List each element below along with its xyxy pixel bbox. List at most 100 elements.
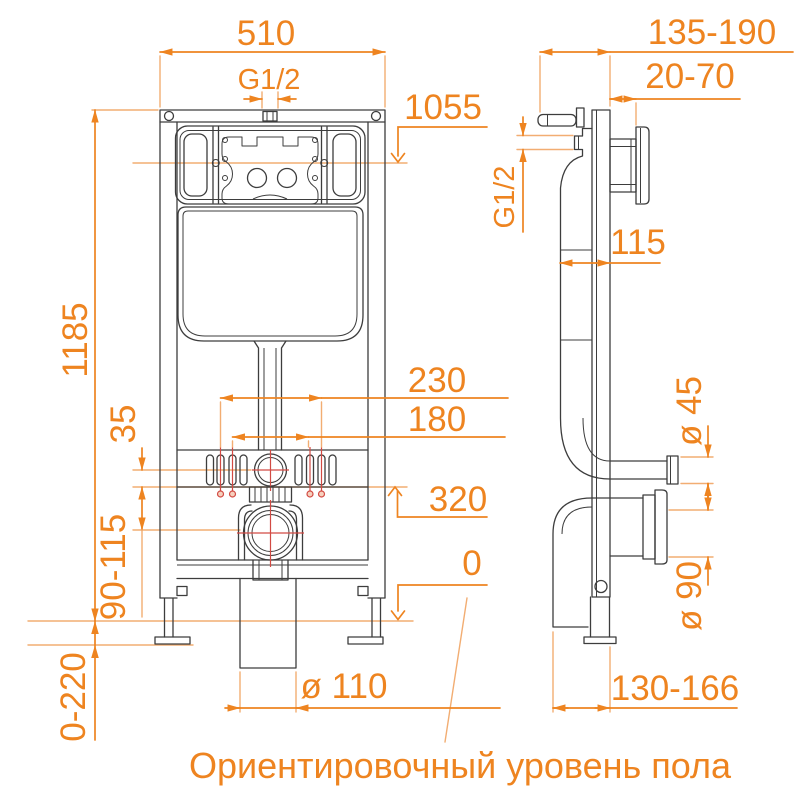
width-dim-label: 510	[237, 14, 295, 53]
flush-level-leader	[396, 490, 488, 518]
caption-leader-line	[444, 597, 468, 743]
flush-pipe-cap	[666, 455, 679, 485]
side-dimensions: 135-190 20-70 G1/2 115 ø 45 ø 90	[489, 13, 794, 713]
button-cylinder-lines	[610, 139, 636, 192]
drain-dia-ext-lines	[668, 509, 714, 558]
top-rail-hole-right	[370, 110, 382, 122]
cistern	[177, 206, 364, 451]
offset35-label: 35	[104, 405, 143, 444]
depth-range-ext-lines	[539, 55, 611, 113]
window-inner	[179, 130, 361, 200]
left-leg	[159, 597, 178, 638]
side-frame	[537, 107, 611, 598]
inlet-stub-threads	[266, 111, 274, 121]
flush-mechanism-plate	[221, 136, 319, 205]
flush-level-label: 320	[429, 480, 487, 519]
button-depth-label: 20-70	[645, 57, 735, 96]
side-panel-right	[332, 133, 357, 197]
drain-ext-lines	[239, 671, 297, 713]
floor-zero-leader	[397, 584, 488, 612]
right-rail	[367, 121, 386, 599]
cistern-joint-lines	[560, 249, 592, 341]
side-thread-label: G1/2	[489, 166, 521, 229]
leg-adjust-arrow-bottom	[91, 645, 99, 658]
siphon-arc	[252, 194, 288, 200]
floor-zero-label: 0	[462, 544, 481, 583]
floor-level-caption: Ориентировочный уровень пола	[189, 745, 732, 786]
studs-outer-label: 230	[408, 361, 466, 400]
side-foot-plate	[583, 636, 617, 645]
outlet-flange-lines	[258, 560, 283, 580]
drain-dia-label: ø 90	[670, 561, 709, 631]
thread-dim-label: G1/2	[238, 64, 301, 96]
floor-zero-arrow	[390, 610, 406, 621]
mechanism-hole-left	[246, 167, 268, 189]
outlet-centerline	[237, 500, 304, 567]
frame-structure	[154, 109, 386, 669]
leg-adjust-label: 0-220	[54, 652, 93, 742]
flush-bend-inner	[582, 417, 611, 462]
floor-drain-box	[239, 577, 297, 669]
outlet-elbow-inner	[561, 506, 593, 535]
mechanism-hole-right	[276, 167, 298, 189]
right-leg-clip	[357, 585, 369, 597]
depth-range-label: 135-190	[648, 13, 776, 52]
flush-button-housing	[609, 126, 650, 205]
inlet-stub	[262, 110, 278, 122]
mechanism-screw-holes	[211, 137, 329, 181]
top-rail-hole-left	[163, 110, 175, 122]
front-dimensions: 510 G1/2 1055 1185 230 180 35 90-115	[54, 14, 509, 742]
flush-dia-ext-lines	[680, 456, 714, 485]
outlet-socket-ring1	[642, 494, 656, 560]
button-flange	[635, 126, 650, 205]
outlet-flange	[252, 559, 289, 581]
flush-pipe-side	[609, 460, 668, 480]
inlet-height-label: 1055	[404, 88, 482, 127]
studs-inner-label: 180	[408, 400, 466, 439]
cistern-outer	[177, 206, 364, 342]
tank-depth-label: 115	[610, 223, 666, 262]
cistern-profile	[559, 127, 611, 480]
right-foot-plate	[347, 636, 384, 645]
outlet-ear-right	[288, 504, 304, 561]
width-ext-lines	[159, 55, 386, 108]
outlet-height-label: 90-115	[94, 514, 133, 620]
outlet-socket-ring2	[654, 489, 668, 565]
flush-pipe-inner	[263, 348, 277, 450]
base-depth-label: 130-166	[611, 669, 739, 708]
handle-pin	[575, 107, 585, 128]
side-pipes	[552, 455, 679, 645]
flush-pipe-outer	[253, 340, 287, 451]
side-view: 135-190 20-70 G1/2 115 ø 45 ø 90	[489, 13, 794, 713]
right-leg	[367, 597, 386, 638]
inlet-height-arrow	[390, 152, 406, 164]
left-foot-plate	[154, 636, 191, 645]
outlet-ear-left	[237, 504, 253, 561]
outlet-assembly	[237, 486, 304, 581]
left-leg-clip	[176, 585, 188, 597]
wall-plate	[591, 109, 611, 598]
mounting-bar-edges	[176, 449, 369, 488]
drain-dim-label: ø 110	[301, 667, 388, 706]
frame-height-label: 1185	[56, 302, 95, 377]
left-rail	[159, 121, 178, 599]
studs-inner-ext-lines	[231, 440, 310, 448]
cistern-inner	[182, 210, 358, 337]
service-window	[174, 110, 366, 205]
leg-adjust-arrow-top	[91, 621, 99, 634]
side-panel-left	[183, 133, 208, 197]
flush-level-arrow	[387, 485, 403, 497]
fill-valve-handle	[537, 113, 577, 127]
side-leg	[589, 596, 611, 638]
bottom-rail	[176, 559, 369, 580]
collar-serration	[254, 487, 286, 502]
flush-dia-label: ø 45	[670, 376, 709, 446]
stud-centerlines	[216, 447, 326, 498]
front-view: 510 G1/2 1055 1185 230 180 35 90-115	[27, 14, 509, 743]
studs-outer-ext-lines	[219, 401, 323, 448]
side-thread-ext-lines	[516, 134, 574, 151]
base-depth-ext-lines	[552, 631, 611, 713]
leg-pivot-bolt	[594, 579, 608, 594]
